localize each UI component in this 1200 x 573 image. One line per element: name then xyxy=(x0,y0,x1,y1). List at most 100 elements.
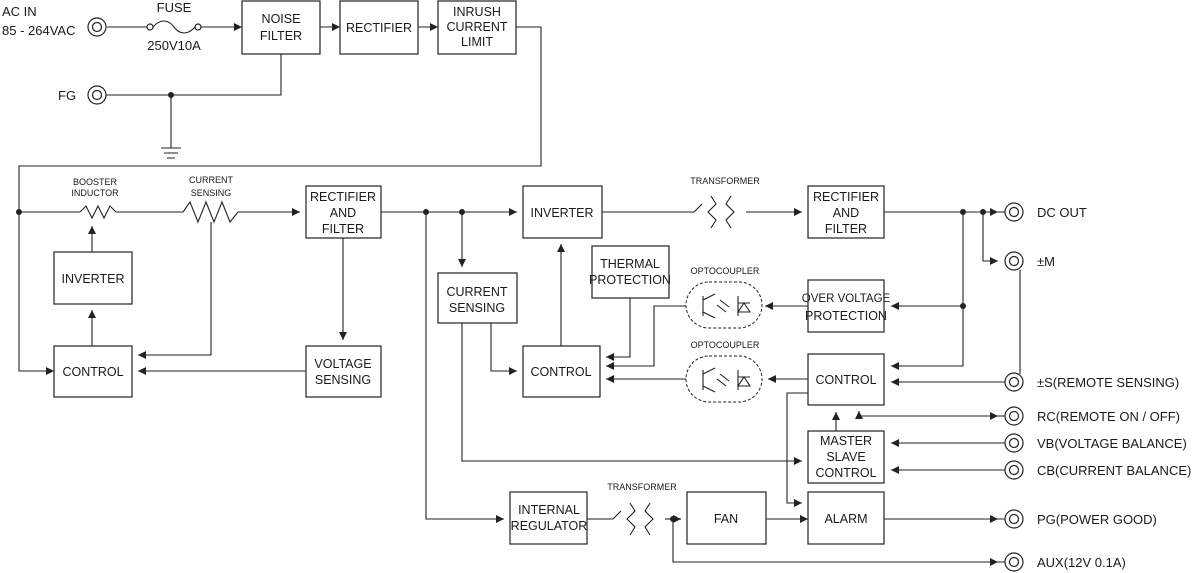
svg-text:INTERNAL: INTERNAL xyxy=(518,503,580,517)
cb-terminal-icon xyxy=(1004,460,1024,480)
rectifier-filter-2-label: RECTIFIER AND FILTER xyxy=(813,190,879,236)
svg-text:OPTOCOUPLER: OPTOCOUPLER xyxy=(691,340,760,350)
terminals xyxy=(87,17,1024,572)
svg-text:RECTIFIER: RECTIFIER xyxy=(346,21,412,35)
main-inverter-label: INVERTER xyxy=(531,206,594,220)
aux-label: AUX(12V 0.1A) xyxy=(1037,555,1126,570)
fuse-rating-label: 250V10A xyxy=(147,38,201,53)
arrowheads xyxy=(46,23,998,566)
svg-text:CONTROL: CONTROL xyxy=(815,373,876,387)
svg-text:SENSING: SENSING xyxy=(449,301,505,315)
current-sensing-main-box xyxy=(437,272,518,324)
input-labels: AC IN 85 - 264VAC FG FUSE 250V10A xyxy=(2,0,201,103)
optocoupler-1-box xyxy=(685,281,763,329)
ac-in-label: AC IN xyxy=(2,4,37,19)
svg-text:INVERTER: INVERTER xyxy=(531,206,594,220)
svg-text:CURRENT: CURRENT xyxy=(189,175,234,185)
current-sensing-main-label: CURRENT SENSING xyxy=(446,285,507,315)
vb-terminal-icon xyxy=(1004,433,1024,453)
noise-filter-box xyxy=(241,0,321,55)
svg-text:NOISE: NOISE xyxy=(262,12,301,26)
svg-text:RECTIFIER: RECTIFIER xyxy=(310,190,376,204)
rectifier-box xyxy=(339,0,419,55)
svg-text:AND: AND xyxy=(330,206,356,220)
optocoupler-1-label: OPTOCOUPLER xyxy=(691,266,760,276)
main-inverter-box xyxy=(522,185,603,239)
rectifier-filter-1-label: RECTIFIER AND FILTER xyxy=(310,190,376,236)
cb-label: CB(CURRENT BALANCE) xyxy=(1037,463,1191,478)
svg-text:INRUSH: INRUSH xyxy=(453,5,501,19)
svg-text:MASTER: MASTER xyxy=(820,434,872,448)
alarm-box xyxy=(807,491,885,545)
svg-text:SLAVE: SLAVE xyxy=(826,450,865,464)
over-voltage-protection-box xyxy=(807,279,885,333)
svg-text:TRANSFORMER: TRANSFORMER xyxy=(690,176,760,186)
svg-text:BOOSTER: BOOSTER xyxy=(73,177,118,187)
rc-label: RC(REMOTE ON / OFF) xyxy=(1037,409,1180,424)
block-labels: NOISE FILTER RECTIFIER INRUSH CURRENT LI… xyxy=(62,5,891,533)
rectifier-label: RECTIFIER xyxy=(346,21,412,35)
booster-inductor-label: BOOSTER INDUCTOR xyxy=(71,177,119,198)
fan-label: FAN xyxy=(714,512,738,526)
pfc-inverter-box xyxy=(53,251,133,305)
svg-text:RECTIFIER: RECTIFIER xyxy=(813,190,879,204)
svg-text:INDUCTOR: INDUCTOR xyxy=(71,188,119,198)
ac-in-terminal-icon xyxy=(87,17,107,37)
dc-out-terminal-icon xyxy=(1004,202,1024,222)
svg-text:PROTECTION: PROTECTION xyxy=(805,309,887,323)
svg-text:FILTER: FILTER xyxy=(322,222,364,236)
dc-out-label: DC OUT xyxy=(1037,205,1087,220)
svg-text:ALARM: ALARM xyxy=(824,512,867,526)
svg-text:CURRENT: CURRENT xyxy=(446,20,507,34)
s-label: ±S(REMOTE SENSING) xyxy=(1037,375,1179,390)
inrush-label: INRUSH CURRENT LIMIT xyxy=(446,5,507,49)
svg-text:AND: AND xyxy=(833,206,859,220)
block-boxes xyxy=(53,0,885,545)
aux-terminal-icon xyxy=(1004,552,1024,572)
current-sensing-small-label: CURRENT SENSING xyxy=(189,175,234,198)
svg-text:CONTROL: CONTROL xyxy=(530,365,591,379)
svg-text:CURRENT: CURRENT xyxy=(446,285,507,299)
main-control-box xyxy=(522,345,601,398)
fg-terminal-icon xyxy=(87,85,107,105)
master-slave-control-label: MASTER SLAVE CONTROL xyxy=(815,434,876,480)
fuse-label: FUSE xyxy=(157,0,192,15)
svg-text:OVER VOLTAGE: OVER VOLTAGE xyxy=(802,293,891,305)
pfc-control-box xyxy=(53,345,133,398)
noise-filter-label: NOISE FILTER xyxy=(260,12,302,43)
svg-text:REGULATOR: REGULATOR xyxy=(511,519,588,533)
svg-text:INVERTER: INVERTER xyxy=(62,272,125,286)
ac-range-label: 85 - 264VAC xyxy=(2,23,75,38)
optocoupler-1-icon xyxy=(702,293,752,319)
optocoupler-2-label: OPTOCOUPLER xyxy=(691,340,760,350)
svg-text:LIMIT: LIMIT xyxy=(461,35,493,49)
secondary-control-box xyxy=(807,353,885,406)
svg-text:THERMAL: THERMAL xyxy=(600,257,660,271)
fg-label: FG xyxy=(58,88,76,103)
transformer-main-label: TRANSFORMER xyxy=(690,176,760,186)
junction-dots xyxy=(16,92,986,522)
secondary-control-label: CONTROL xyxy=(815,373,876,387)
master-slave-control-box xyxy=(807,430,885,484)
pg-label: PG(POWER GOOD) xyxy=(1037,512,1157,527)
output-labels: DC OUT ±M ±S(REMOTE SENSING) RC(REMOTE O… xyxy=(1037,205,1191,570)
vb-label: VB(VOLTAGE BALANCE) xyxy=(1037,436,1187,451)
svg-text:SENSING: SENSING xyxy=(315,373,371,387)
pg-terminal-icon xyxy=(1004,509,1024,529)
voltage-sensing-box xyxy=(305,345,382,398)
fuse-icon xyxy=(146,23,202,31)
over-voltage-protection-label: OVER VOLTAGE PROTECTION xyxy=(802,293,891,323)
rectifier-filter-1-box xyxy=(305,185,382,239)
svg-text:OPTOCOUPLER: OPTOCOUPLER xyxy=(691,266,760,276)
m-label: ±M xyxy=(1037,254,1055,269)
inrush-box xyxy=(437,0,517,55)
voltage-sensing-label: VOLTAGE SENSING xyxy=(314,357,371,387)
svg-text:CONTROL: CONTROL xyxy=(815,466,876,480)
svg-text:CONTROL: CONTROL xyxy=(62,365,123,379)
internal-regulator-box xyxy=(509,491,588,545)
svg-text:FILTER: FILTER xyxy=(825,222,867,236)
transformer-aux-label: TRANSFORMER xyxy=(607,482,677,492)
rc-terminal-icon xyxy=(1004,406,1024,426)
main-control-label: CONTROL xyxy=(530,365,591,379)
